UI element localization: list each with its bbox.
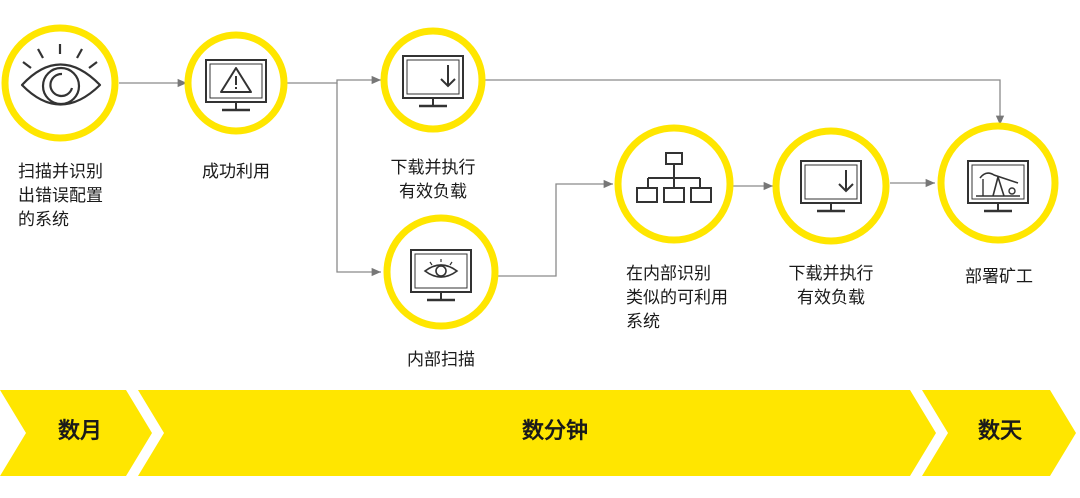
step-1-label: 扫描并识别 出错误配置 的系统 bbox=[2, 160, 138, 232]
phase-label-months: 数月 bbox=[57, 419, 102, 444]
phase-label-minutes: 数分钟 bbox=[521, 419, 588, 444]
step-1-line-3: 的系统 bbox=[18, 210, 69, 230]
connector-2-4 bbox=[336, 83, 381, 277]
step-5-line-2: 类似的可利用 bbox=[626, 288, 728, 308]
monitor-pumpjack-icon bbox=[967, 160, 1029, 213]
step-6-line-1: 下载并执行 bbox=[788, 264, 874, 284]
step-5-label: 在内部识别 类似的可利用 系统 bbox=[626, 262, 746, 334]
step-7-line-1: 部署矿工 bbox=[965, 267, 1033, 287]
phase-label-days: 数天 bbox=[977, 419, 1022, 444]
step-2-label: 成功利用 bbox=[186, 160, 286, 184]
step-3-circle bbox=[380, 27, 486, 133]
phase-chevron-months bbox=[0, 390, 152, 476]
connector-4-5 bbox=[498, 179, 613, 277]
step-3-line-1: 下载并执行 bbox=[390, 158, 476, 178]
step-2-line-1: 成功利用 bbox=[202, 162, 270, 182]
step-4-line-1: 内部扫描 bbox=[407, 350, 475, 370]
step-4-circle bbox=[383, 214, 499, 330]
step-6-line-2: 有效负载 bbox=[797, 288, 865, 308]
monitor-warning-icon bbox=[205, 59, 267, 112]
monitor-download-icon bbox=[402, 55, 464, 108]
step-7-circle bbox=[937, 122, 1059, 244]
step-1-line-1: 扫描并识别 bbox=[18, 162, 103, 182]
monitor-download-icon bbox=[800, 160, 862, 213]
step-7-label: 部署矿工 bbox=[954, 265, 1044, 289]
eye-icon bbox=[20, 44, 102, 106]
step-5-line-3: 系统 bbox=[626, 312, 660, 332]
step-5-line-1: 在内部识别 bbox=[626, 264, 711, 284]
step-6-circle bbox=[772, 127, 890, 245]
network-hierarchy-icon bbox=[636, 152, 712, 203]
connectors bbox=[119, 75, 1005, 277]
step-circles bbox=[1, 24, 1059, 330]
phase-chevron-days bbox=[922, 390, 1076, 476]
phase-chevron-minutes bbox=[138, 390, 936, 476]
monitor-eye-icon bbox=[410, 249, 472, 302]
step-6-label: 下载并执行 有效负载 bbox=[781, 262, 881, 310]
step-1-line-2: 出错误配置 bbox=[18, 186, 103, 206]
step-3-label: 下载并执行 有效负载 bbox=[383, 156, 483, 204]
timeline-bar bbox=[0, 390, 1076, 476]
step-1-circle bbox=[1, 24, 119, 142]
connector-3-7 bbox=[481, 79, 1005, 125]
step-3-line-2: 有效负载 bbox=[399, 182, 467, 202]
step-4-label: 内部扫描 bbox=[391, 348, 491, 372]
connector-2-3 bbox=[283, 75, 381, 85]
